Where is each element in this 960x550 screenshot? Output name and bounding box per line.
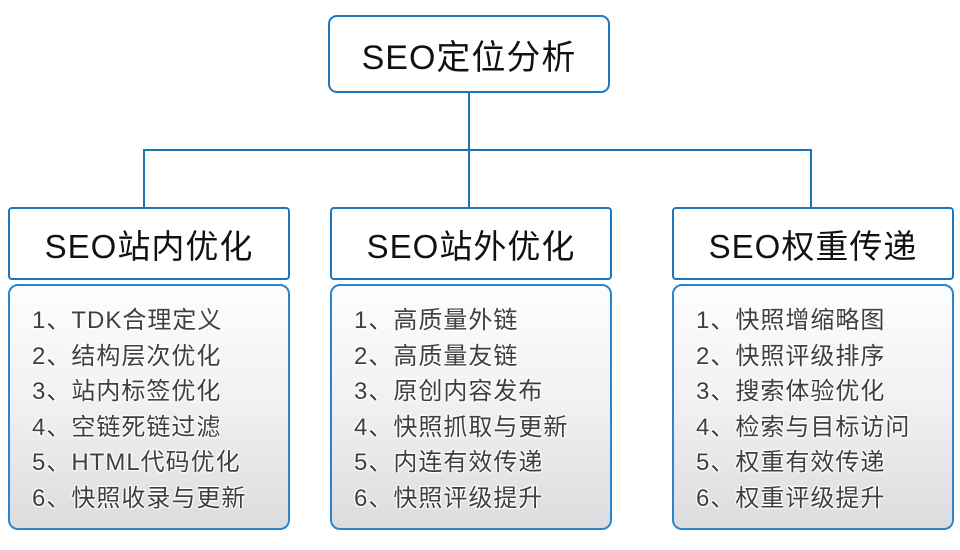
list-item: 5、HTML代码优化: [32, 449, 241, 476]
list-item: 4、空链死链过滤: [32, 413, 222, 441]
list-item: 6、快照收录与更新: [32, 484, 247, 512]
list-item: 5、内连有效传递: [354, 449, 544, 476]
list-item: 5、权重有效传递: [696, 449, 886, 476]
list-item: 1、高质量外链: [354, 307, 519, 334]
connector-root-stem: [468, 93, 470, 150]
list-item: 1、TDK合理定义: [32, 307, 223, 334]
list-item: 3、搜索体验优化: [696, 378, 886, 405]
branch-offsite-optimization: SEO站外优化 1、高质量外链 2、高质量友链 3、原创内容发布 4、快照抓取与…: [330, 207, 612, 530]
list-item: 4、检索与目标访问: [696, 413, 911, 441]
list-item: 1、快照增缩略图: [696, 307, 886, 334]
list-item: 2、高质量友链: [354, 342, 519, 370]
branch-title: SEO站内优化: [44, 227, 254, 265]
branch-weight-transfer: SEO权重传递 1、快照增缩略图 2、快照评级排序 3、搜索体验优化 4、检索与…: [672, 207, 954, 530]
root-node-label: SEO定位分析: [361, 38, 577, 77]
connector-drop-right: [810, 150, 812, 207]
branch-title: SEO权重传递: [708, 227, 918, 265]
list-item: 2、结构层次优化: [32, 342, 222, 370]
branch-list-offsite: 1、高质量外链 2、高质量友链 3、原创内容发布 4、快照抓取与更新 5、内连有…: [330, 284, 612, 530]
list-item: 3、站内标签优化: [32, 378, 222, 405]
branch-title: SEO站外优化: [366, 227, 576, 265]
list-item: 6、快照评级提升: [354, 484, 544, 512]
root-node-seo-positioning-analysis: SEO定位分析: [328, 15, 610, 93]
connector-drop-middle: [468, 150, 470, 207]
connector-drop-left: [143, 150, 145, 207]
branch-list-onsite: 1、TDK合理定义 2、结构层次优化 3、站内标签优化 4、空链死链过滤 5、H…: [8, 284, 290, 530]
list-item: 2、快照评级排序: [696, 342, 886, 370]
branch-header-weight: SEO权重传递: [672, 207, 954, 280]
branch-onsite-optimization: SEO站内优化 1、TDK合理定义 2、结构层次优化 3、站内标签优化 4、空链…: [8, 207, 290, 530]
connector-horizontal-rail: [143, 149, 812, 151]
list-item: 4、快照抓取与更新: [354, 413, 569, 441]
list-item: 6、权重评级提升: [696, 484, 886, 512]
branch-header-offsite: SEO站外优化: [330, 207, 612, 280]
branch-list-weight: 1、快照增缩略图 2、快照评级排序 3、搜索体验优化 4、检索与目标访问 5、权…: [672, 284, 954, 530]
list-item: 3、原创内容发布: [354, 378, 544, 405]
branch-header-onsite: SEO站内优化: [8, 207, 290, 280]
